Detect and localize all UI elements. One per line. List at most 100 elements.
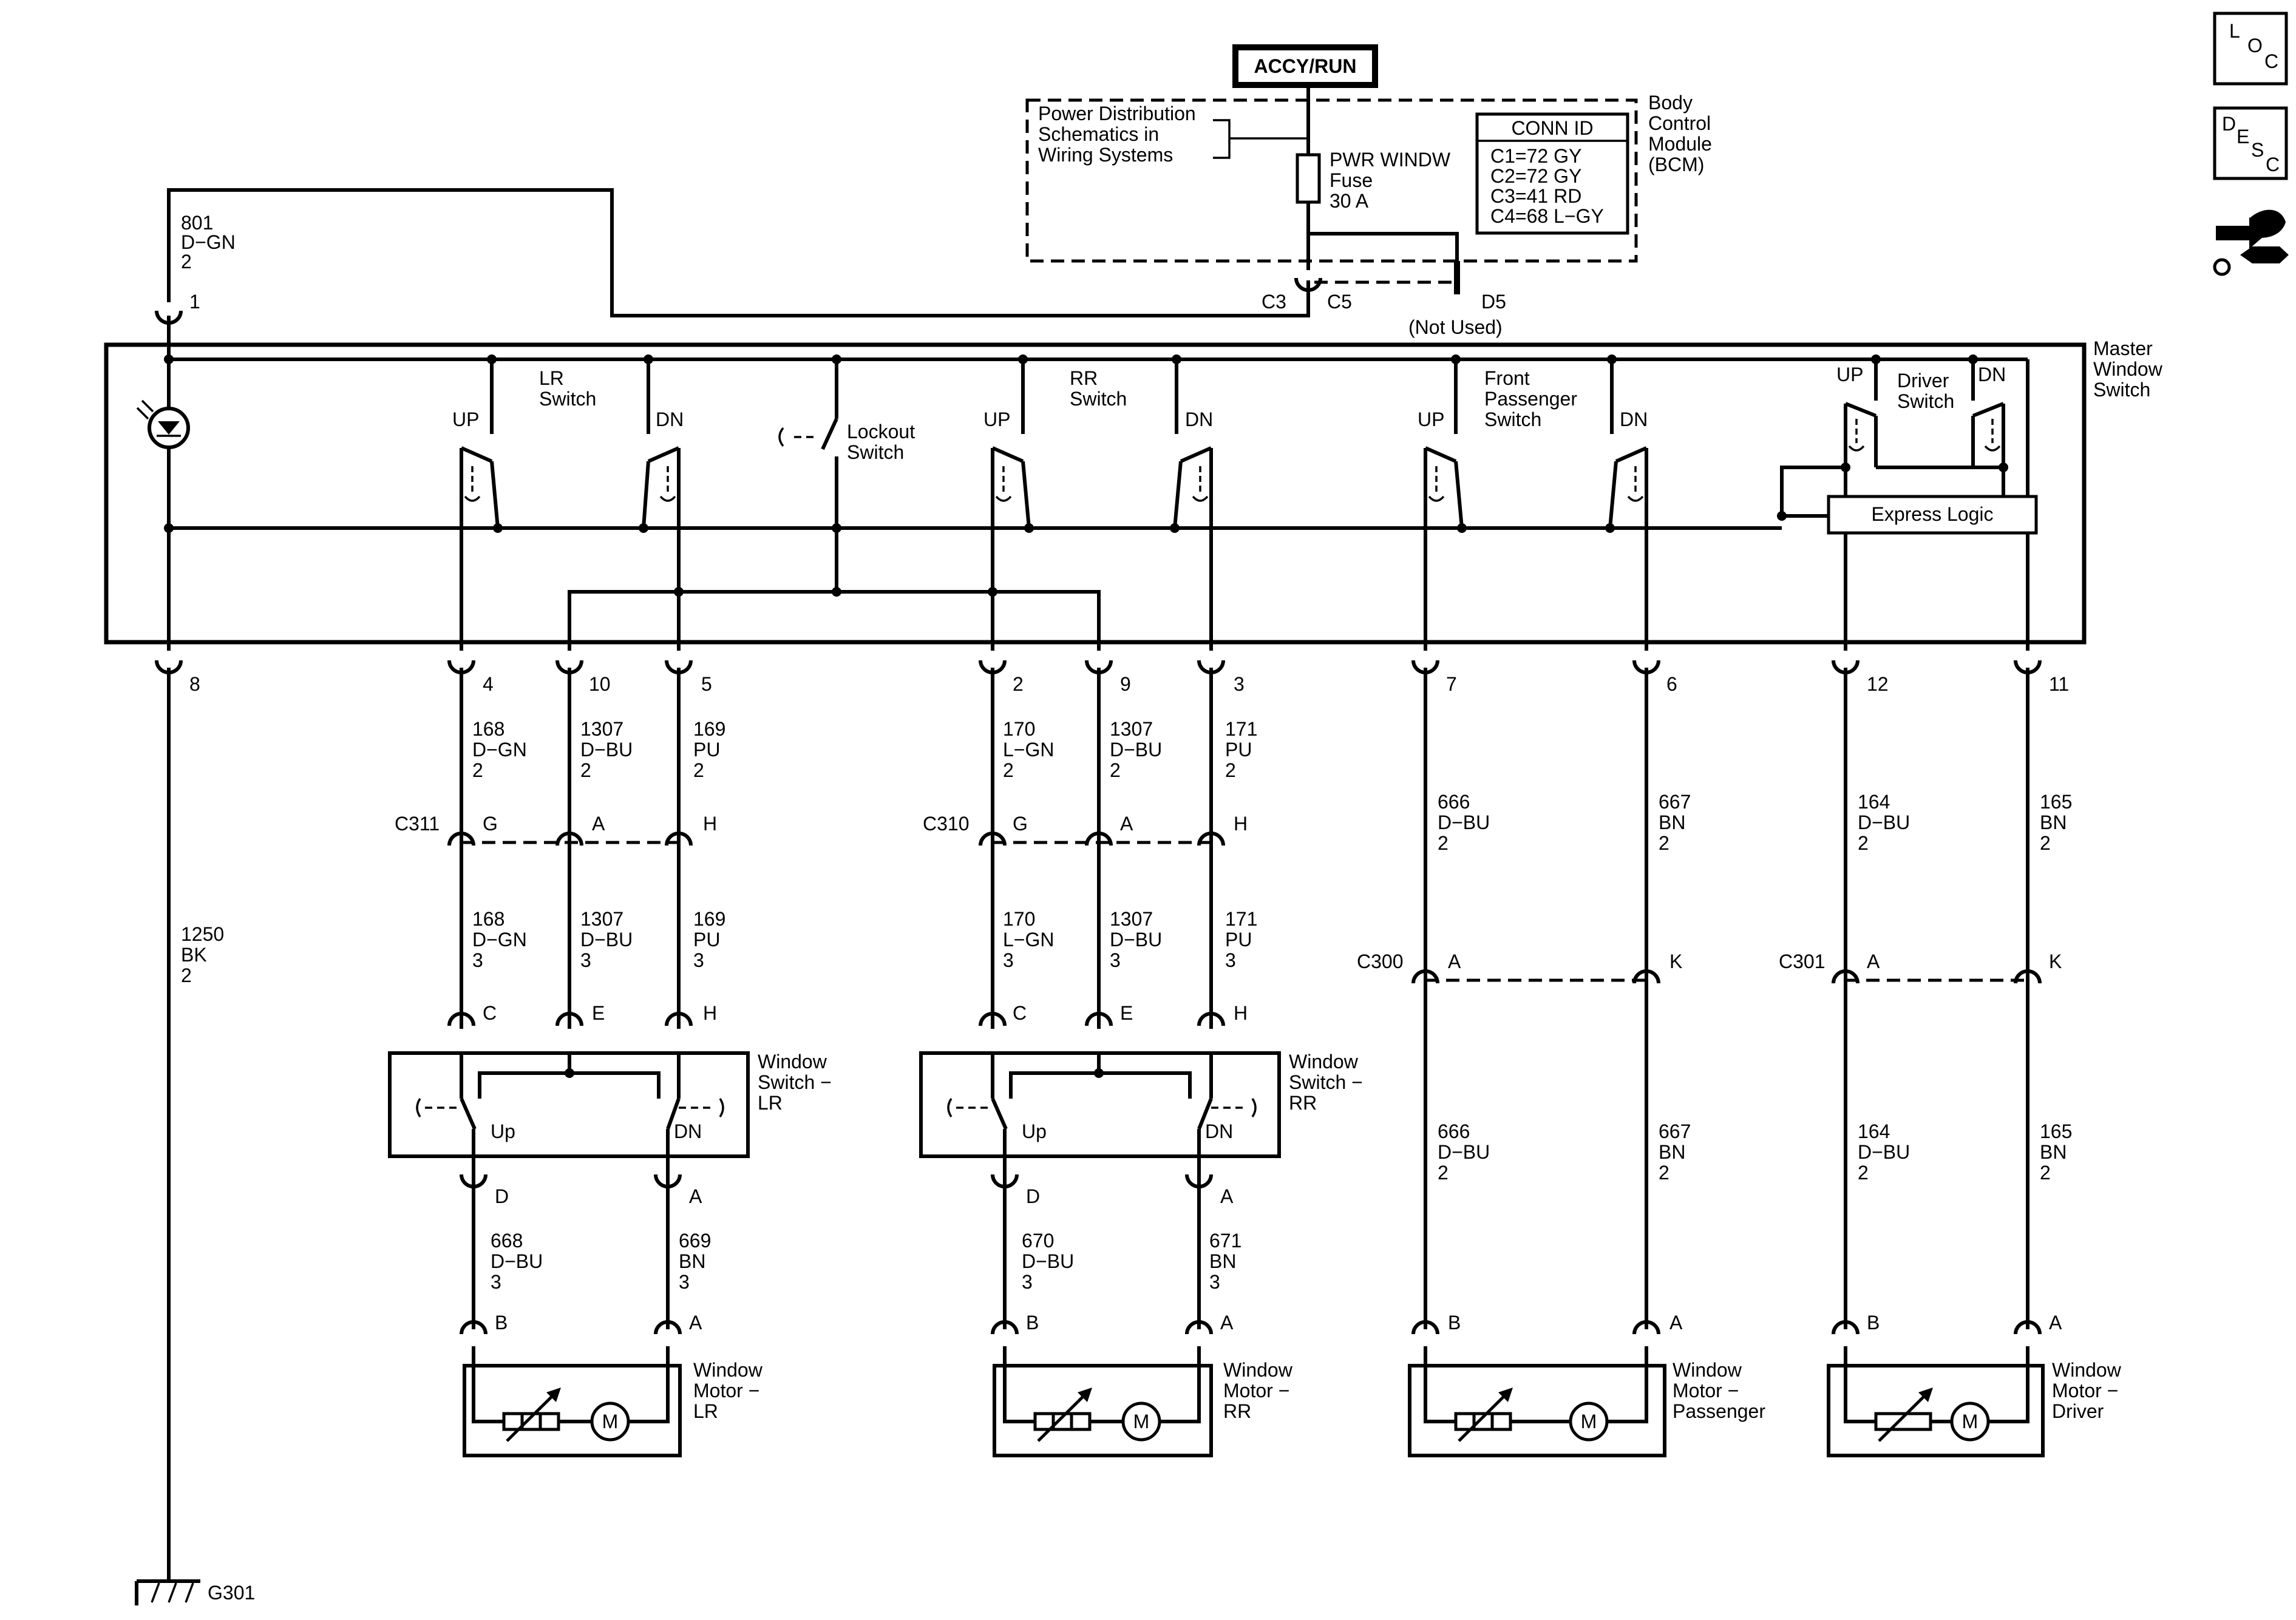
svg-text:C: C (2266, 154, 2280, 175)
svg-text:B: B (1448, 1312, 1461, 1334)
wire-runs (167, 668, 2029, 1581)
svg-text:E: E (1120, 1002, 1133, 1024)
loc-button[interactable]: L O C (2213, 12, 2288, 86)
svg-text:A: A (1220, 1185, 1234, 1207)
rr-switch-label: RR Switch (1070, 367, 1127, 410)
ptc-thermistor-icon (1874, 1388, 1933, 1442)
svg-text:C: C (2264, 50, 2278, 72)
master-pin-labels: 8 4 10 5 2 9 3 7 6 12 11 (189, 673, 2069, 695)
lr-up-contact (460, 446, 500, 651)
window-motor-rr: M (993, 1346, 1213, 1457)
pin-1-label: 1 (189, 291, 200, 313)
svg-text:A: A (1448, 951, 1461, 972)
svg-text:C: C (483, 1002, 497, 1024)
pds-text: Power Distribution Schematics in Wiring … (1038, 103, 1201, 166)
ptc-thermistor-icon (502, 1388, 561, 1442)
svg-text:Up: Up (1022, 1120, 1047, 1142)
svg-text:UP: UP (452, 408, 479, 430)
desc-button[interactable]: D E S C (2213, 106, 2288, 180)
front-switch-label: Front Passenger Switch (1484, 367, 1583, 430)
svg-text:DN: DN (674, 1120, 702, 1142)
svg-text:DN: DN (656, 408, 684, 430)
ptc-thermistor-icon (1033, 1388, 1092, 1442)
lr-dn-contact (642, 446, 681, 651)
svg-text:B: B (1867, 1312, 1880, 1334)
svg-text:UP: UP (1836, 364, 1863, 385)
bcm-label: Body Control Module (BCM) (1648, 92, 1717, 175)
motor-m-label: M (602, 1411, 619, 1432)
master-switch-title: Master Window Switch (2093, 337, 2168, 401)
svg-text:DN: DN (1205, 1120, 1233, 1142)
accy-run-source: ACCY/RUN (1232, 44, 1378, 104)
svg-text:4: 4 (483, 673, 494, 695)
c3-label: C3 (1262, 291, 1286, 313)
svg-text:E: E (2237, 126, 2249, 147)
svg-text:K: K (1669, 951, 1682, 972)
svg-text:A: A (1120, 813, 1133, 835)
svg-text:11: 11 (2049, 673, 2069, 695)
motor-icon: M (590, 1401, 630, 1442)
svg-text:G: G (483, 813, 498, 835)
motor-m-label: M (1962, 1411, 1978, 1432)
master-window-switch: Master Window Switch U (104, 316, 2168, 651)
express-logic-box (1827, 495, 2038, 535)
svg-text:C: C (1013, 1002, 1027, 1024)
svg-text:A: A (2049, 1312, 2062, 1334)
c5-label: C5 (1327, 291, 1352, 313)
svg-text:DN: DN (1185, 408, 1213, 430)
svg-text:H: H (1234, 1002, 1248, 1024)
svg-text:A: A (1220, 1312, 1234, 1334)
svg-text:L: L (2229, 20, 2240, 42)
svg-text:UP: UP (983, 408, 1010, 430)
svg-text:2: 2 (1013, 673, 1024, 695)
conn-id-title: CONN ID (1511, 117, 1593, 139)
front-dn-contact (1608, 446, 1648, 651)
lr-switch-label: LR Switch (539, 367, 596, 410)
inline-connector-dashes (461, 841, 2028, 982)
conn-id-list: C1=72 GY C2=72 GY C3=41 RD C4=68 L−GY (1490, 145, 1604, 227)
svg-text:D: D (2222, 113, 2236, 135)
motor-icon: M (1569, 1401, 1609, 1442)
svg-text:801 D−GN 2: 801 D−GN 2 (181, 212, 241, 273)
window-motor-lr: M (463, 1346, 682, 1457)
motor-icon: M (1950, 1401, 1990, 1442)
connector-wrench-icon[interactable] (2213, 209, 2289, 276)
lockout-switch-label: Lockout Switch (847, 421, 920, 463)
svg-text:H: H (703, 1002, 717, 1024)
svg-text:O: O (2247, 35, 2263, 56)
fuse-symbol (1296, 153, 1321, 204)
svg-text:S: S (2251, 139, 2264, 161)
svg-text:K: K (2049, 951, 2062, 972)
svg-text:A: A (689, 1312, 702, 1334)
fuse-label: PWR WINDW Fuse 30 A (1330, 149, 1456, 212)
rr-dn-contact (1173, 446, 1213, 651)
connector-labels: C311 G A H C310 G A H C300 A K C301 A K … (395, 813, 2062, 1334)
svg-text:DN: DN (1620, 408, 1648, 430)
svg-text:D: D (495, 1185, 509, 1207)
svg-text:A: A (592, 813, 605, 835)
d5-label: D5 (1481, 291, 1506, 313)
